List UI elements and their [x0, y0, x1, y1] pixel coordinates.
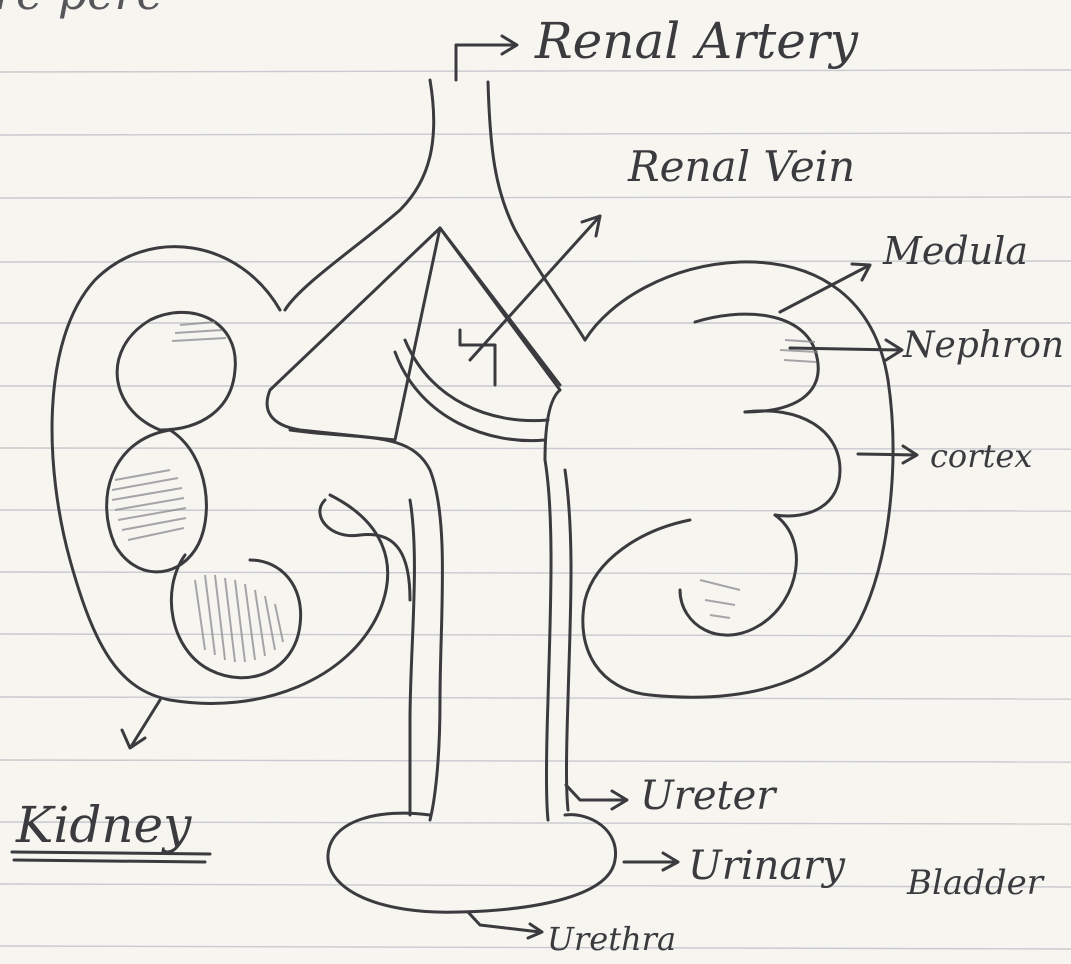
- left-lobe-2: [107, 430, 207, 572]
- left-kidney-inner: [320, 500, 410, 600]
- label-nephron: Nephron: [903, 328, 1064, 364]
- right-lobe-1: [695, 314, 818, 412]
- label-cortex: cortex: [930, 440, 1032, 472]
- right-lobe-2: [745, 411, 840, 516]
- top-fragment-text: re pere: [0, 0, 164, 16]
- right-ureter-right: [565, 470, 571, 810]
- right-kidney-outline: [583, 262, 893, 697]
- label-ureter: Ureter: [640, 776, 775, 816]
- label-kidney-title: Kidney: [16, 800, 191, 850]
- label-renal-vein: Renal Vein: [628, 146, 855, 188]
- nephron-box-top: [440, 228, 560, 385]
- label-bladder: Bladder: [907, 866, 1043, 900]
- left-ureter-outer: [290, 430, 443, 820]
- nephron-arrow: [790, 348, 900, 350]
- label-medula: Medula: [883, 232, 1028, 270]
- bladder-outline: [328, 813, 616, 912]
- lobe-shading: [112, 322, 818, 662]
- urethra-line: [468, 912, 540, 932]
- nephron-box: [267, 228, 560, 460]
- renal-artery-left-wall: [285, 80, 434, 310]
- right-lobe-3: [680, 515, 796, 635]
- left-ureter-inner: [410, 500, 414, 815]
- renal-artery-right-wall: [488, 82, 585, 340]
- label-renal-artery: Renal Artery: [535, 16, 858, 66]
- label-urinary: Urinary: [688, 846, 845, 886]
- kidney-arrow-head: [122, 730, 145, 748]
- left-lobe-3: [171, 555, 300, 678]
- cortex-arrow: [858, 454, 915, 455]
- label-urethra: Urethra: [547, 923, 676, 955]
- renal-vein-arrow: [470, 216, 600, 360]
- right-ureter-left: [545, 460, 551, 820]
